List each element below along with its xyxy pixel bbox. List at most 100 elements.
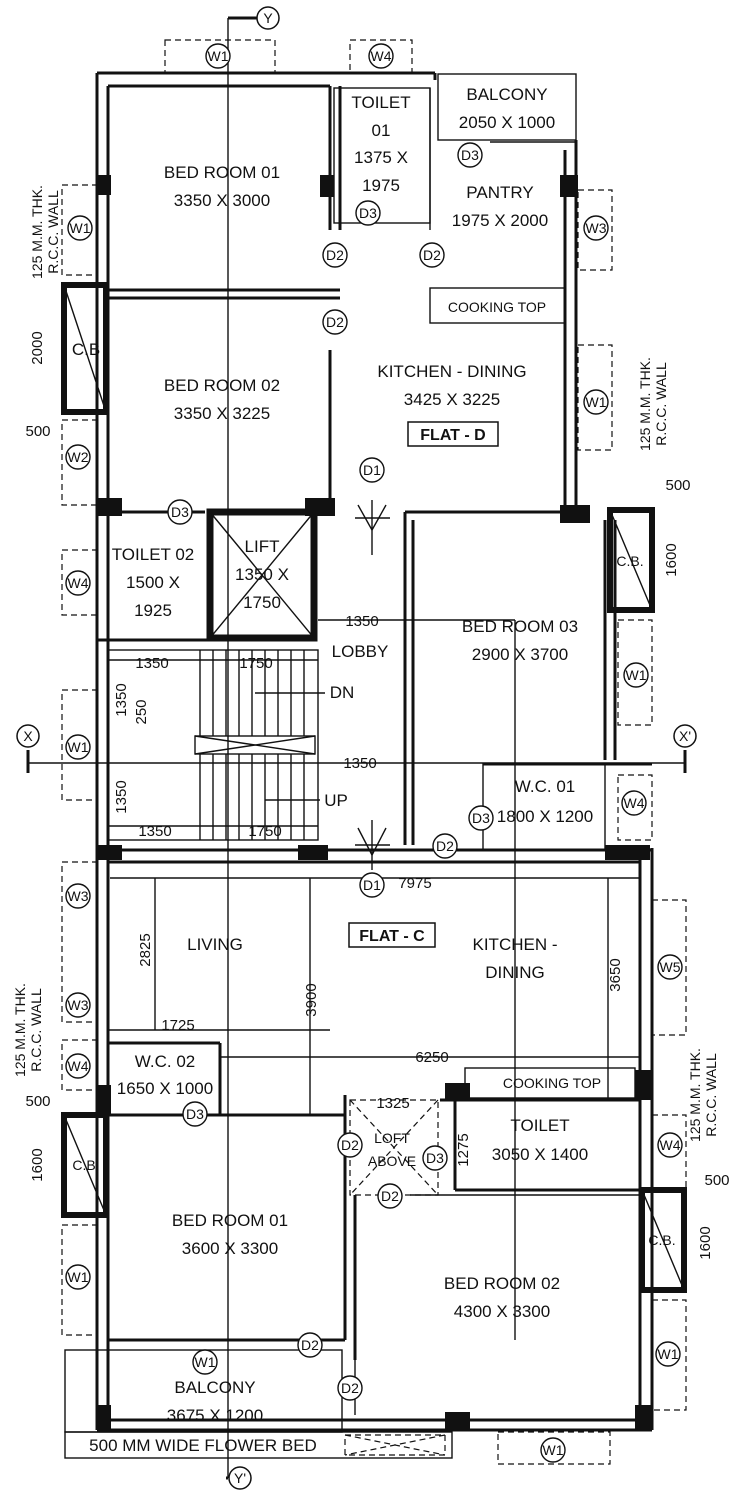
door-tag-d2: D2 <box>322 242 348 268</box>
svg-text:W1: W1 <box>586 394 607 410</box>
svg-text:W5: W5 <box>660 959 681 975</box>
door-tag-d1: D1 <box>359 872 385 898</box>
svg-text:W4: W4 <box>68 1058 89 1074</box>
flat-d-bedroom-01-name: BED ROOM 01 <box>164 163 280 182</box>
cb-label-flat-d-left: C.B <box>72 340 100 359</box>
stair-up-label: UP <box>324 791 348 810</box>
svg-text:D2: D2 <box>326 314 344 330</box>
flat-d-kitchen-dining-name: KITCHEN - DINING <box>377 362 526 381</box>
svg-text:W1: W1 <box>658 1346 679 1362</box>
window-tag-w4: W4 <box>65 1053 91 1079</box>
lift-size-b: 1750 <box>243 593 281 612</box>
dim-500-flat-c-left: 500 <box>25 1093 50 1110</box>
dim-250: 250 <box>133 699 150 724</box>
svg-text:D1: D1 <box>363 877 381 893</box>
door-swing-flat-d-entry <box>355 500 390 555</box>
flat-c-tag: FLAT - C <box>359 928 425 945</box>
svg-text:D3: D3 <box>461 147 479 163</box>
cb-label-flat-d-right: C.B. <box>616 553 643 569</box>
flat-d-toilet-02-size-a: 1500 X <box>126 573 180 592</box>
svg-text:D3: D3 <box>472 810 490 826</box>
dim-500-flat-d-left: 500 <box>25 423 50 440</box>
svg-text:D1: D1 <box>363 462 381 478</box>
door-tag-d2: D2 <box>377 1183 403 1209</box>
flat-c-balcony-size: 3675 X 1200 <box>167 1406 263 1425</box>
door-tag-d3: D3 <box>167 499 193 525</box>
svg-text:X': X' <box>679 728 691 744</box>
rcc-note-bottom-left: 125 M.M. THK. R.C.C. WALL <box>12 983 44 1077</box>
dim-7975: 7975 <box>398 875 431 892</box>
flat-d-tag: FLAT - D <box>420 427 485 444</box>
svg-text:D2: D2 <box>301 1337 319 1353</box>
door-tag-d1: D1 <box>359 457 385 483</box>
flat-d-wc-01-name: W.C. 01 <box>515 777 575 796</box>
flat-c-tag-box <box>348 922 436 948</box>
svg-text:D2: D2 <box>341 1137 359 1153</box>
window-tag-w1: W1 <box>655 1341 681 1367</box>
flat-c-cooking-top: COOKING TOP <box>503 1075 601 1091</box>
svg-text:Y: Y <box>263 10 273 26</box>
cb-label-flat-c-right: C.B. <box>648 1232 675 1248</box>
dim-1600-flat-c-right: 1600 <box>697 1226 714 1259</box>
flat-c-kitchen-line2: DINING <box>485 963 545 982</box>
dim-3650: 3650 <box>607 958 624 991</box>
svg-text:W3: W3 <box>68 888 89 904</box>
dim-1325: 1325 <box>376 1095 409 1112</box>
svg-text:R.C.C. WALL: R.C.C. WALL <box>45 190 61 274</box>
dim-1725: 1725 <box>161 1017 194 1034</box>
flat-c-toilet-name: TOILET <box>510 1116 569 1135</box>
lift-name: LIFT <box>245 537 280 556</box>
flat-d-toilet-02-size-b: 1925 <box>134 601 172 620</box>
columns <box>97 175 652 1430</box>
flat-c-bedroom-01-size: 3600 X 3300 <box>182 1239 278 1258</box>
svg-text:W4: W4 <box>68 575 89 591</box>
stair-dn-label: DN <box>330 683 355 702</box>
dim-2825: 2825 <box>137 933 154 966</box>
window-tag-w3: W3 <box>583 215 609 241</box>
flat-c-bedroom-01-name: BED ROOM 01 <box>172 1211 288 1230</box>
cb-label-flat-c-left: C.B. <box>72 1157 99 1173</box>
svg-text:W3: W3 <box>68 997 89 1013</box>
dim-500-flat-d-right: 500 <box>665 477 690 494</box>
flat-c-wc-02-size: 1650 X 1000 <box>117 1079 213 1098</box>
svg-text:X: X <box>23 728 33 744</box>
lobby-label: LOBBY <box>332 642 389 661</box>
window-tag-w2: W2 <box>65 444 91 470</box>
svg-text:W4: W4 <box>624 795 645 811</box>
stair-treads <box>199 650 305 840</box>
flat-c-balcony-name: BALCONY <box>174 1378 255 1397</box>
svg-text:125 M.M. THK.: 125 M.M. THK. <box>637 357 653 451</box>
door-tag-d3: D3 <box>468 805 494 831</box>
window-tag-w1: W1 <box>67 215 93 241</box>
flat-d-pantry-name: PANTRY <box>466 183 533 202</box>
window-tag-w4: W4 <box>621 790 647 816</box>
svg-text:D3: D3 <box>426 1150 444 1166</box>
flat-d-tag-box <box>407 421 499 447</box>
flat-d-toilet-01-name: TOILET <box>351 93 410 112</box>
loft-line2: ABOVE <box>368 1153 416 1169</box>
svg-text:D3: D3 <box>186 1106 204 1122</box>
grid-bubble-x-prime: X' <box>673 724 697 748</box>
dim-1350-stair-v-top: 1350 <box>113 683 130 716</box>
dim-6250: 6250 <box>415 1049 448 1066</box>
flat-d-toilet-01-size-b: 1975 <box>362 176 400 195</box>
door-tag-d2: D2 <box>337 1375 363 1401</box>
window-outlines <box>61 39 687 1465</box>
lift-size-a: 1350 X <box>235 565 289 584</box>
flat-d-bedroom-03-size: 2900 X 3700 <box>472 645 568 664</box>
flat-c-kitchen-line1: KITCHEN - <box>473 935 558 954</box>
dim-1350-lobby-top: 1350 <box>345 613 378 630</box>
svg-text:R.C.C. WALL: R.C.C. WALL <box>653 362 669 446</box>
window-tag-w1: W1 <box>65 734 91 760</box>
rcc-note-top-left: 125 M.M. THK. R.C.C. WALL <box>29 185 61 279</box>
window-tag-w4: W4 <box>368 43 394 69</box>
svg-text:W1: W1 <box>70 220 91 236</box>
window-tag-w4: W4 <box>657 1132 683 1158</box>
flat-c-bedroom-02-size: 4300 X 3300 <box>454 1302 550 1321</box>
dim-500-flat-c-right: 500 <box>704 1172 729 1189</box>
svg-text:125 M.M. THK.: 125 M.M. THK. <box>687 1048 703 1142</box>
window-tag-w1: W1 <box>205 43 231 69</box>
svg-text:D2: D2 <box>436 838 454 854</box>
flat-d-toilet-01-number: 01 <box>372 121 391 140</box>
